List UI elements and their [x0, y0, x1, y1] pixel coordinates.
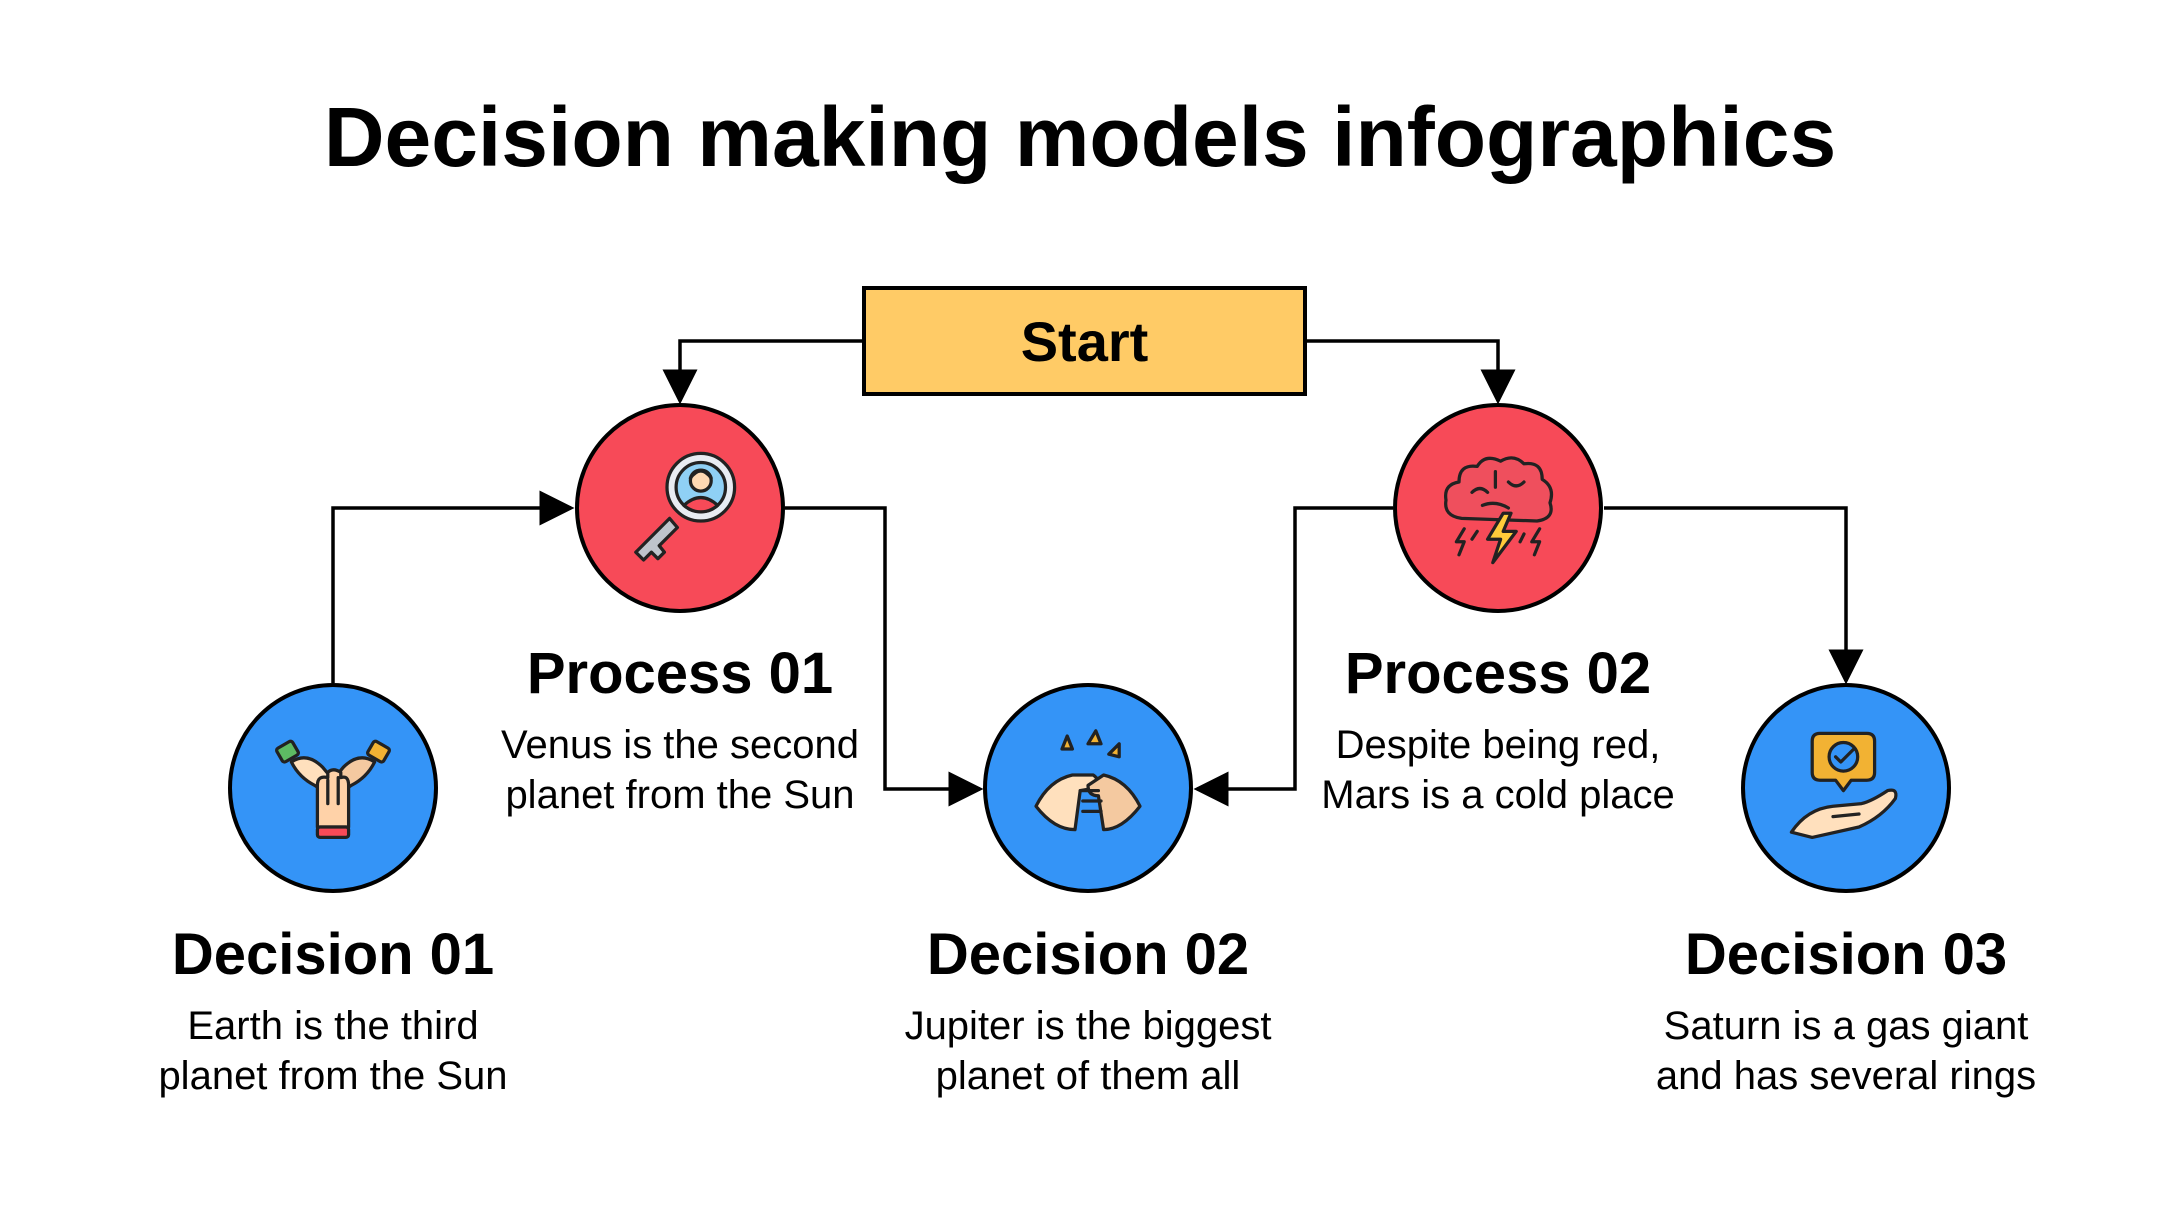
- hand-check-bubble-icon: [1789, 731, 1898, 840]
- decision-03-title: Decision 03: [1684, 922, 2008, 987]
- decision-03-desc-line-2: and has several rings: [1655, 1054, 2037, 1098]
- process-02-description: Despite being red, Mars is a cold place: [1248, 720, 1748, 820]
- arrow-process-01-to-decision-02: [785, 506, 984, 807]
- decision-02-desc-line-2: planet of them all: [935, 1054, 1241, 1098]
- hands-together-icon: [275, 739, 391, 840]
- decision-03-circle: [1741, 683, 1951, 893]
- decision-01-desc-line-2: planet from the Sun: [158, 1054, 508, 1098]
- decision-02-title: Decision 02: [926, 922, 1250, 987]
- arrow-decision-01-to-process-01: [331, 490, 575, 683]
- decision-01-title: Decision 01: [171, 922, 495, 987]
- decision-02-description: Jupiter is the biggest planet of them al…: [838, 1001, 1338, 1101]
- decision-03-desc-line-1: Saturn is a gas giant: [1663, 1004, 2029, 1048]
- magnifier-key-person-icon: [634, 451, 737, 562]
- arrow-process-02-to-decision-03: [1604, 506, 1864, 685]
- brain-lightning-icon: [1444, 456, 1554, 565]
- decision-03-description: Saturn is a gas giant and has several ri…: [1596, 1001, 2096, 1101]
- page-title: Decision making models infographics: [323, 90, 1837, 184]
- process-01-circle: [575, 403, 785, 613]
- process-01-desc-line-2: planet from the Sun: [505, 773, 855, 817]
- decision-02-circle: [983, 683, 1193, 893]
- arrow-start-to-process-01: [662, 339, 862, 405]
- process-02-circle: [1393, 403, 1603, 613]
- decision-01-desc-line-1: Earth is the third: [187, 1004, 479, 1048]
- process-01-desc-line-1: Venus is the second: [500, 723, 860, 767]
- process-02-title: Process 02: [1344, 641, 1652, 706]
- process-01-title: Process 01: [526, 641, 834, 706]
- process-01-description: Venus is the second planet from the Sun: [430, 720, 930, 820]
- handshake-icon: [1034, 729, 1142, 832]
- decision-01-circle: [228, 683, 438, 893]
- start-label: Start: [1020, 309, 1149, 373]
- process-02-desc-line-1: Despite being red,: [1335, 723, 1661, 767]
- arrow-start-to-process-02: [1307, 339, 1516, 405]
- arrow-process-02-to-decision-02: [1193, 506, 1393, 807]
- process-02-desc-line-2: Mars is a cold place: [1321, 773, 1675, 817]
- decision-02-desc-line-1: Jupiter is the biggest: [904, 1004, 1272, 1048]
- start-box: Start: [862, 286, 1307, 396]
- decision-01-description: Earth is the third planet from the Sun: [83, 1001, 583, 1101]
